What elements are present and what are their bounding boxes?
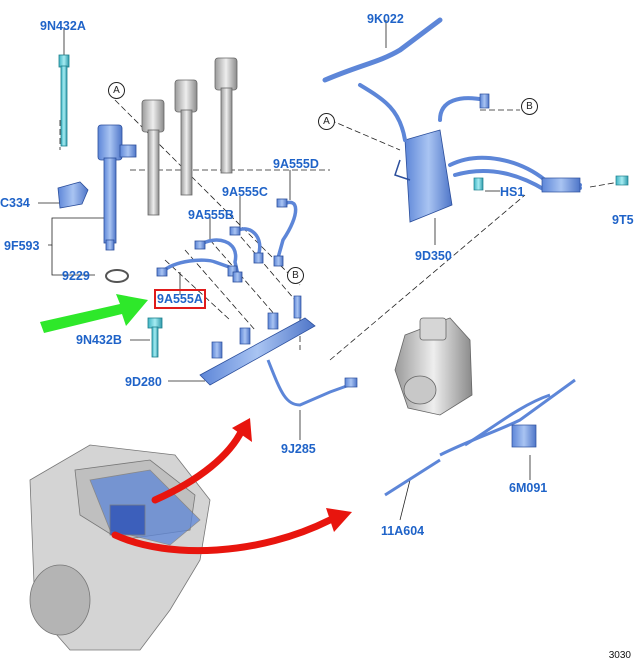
fuel-pump-shape	[394, 317, 473, 416]
injector-grey-3-shape	[214, 57, 238, 174]
label-9N432B: 9N432B	[76, 333, 122, 347]
seal-9229-shape	[105, 269, 129, 283]
injector-blue-shape	[97, 124, 137, 251]
label-9J285: 9J285	[281, 442, 316, 456]
ref-circle-b-rail: B	[287, 267, 304, 284]
label-9A555D: 9A555D	[273, 157, 319, 171]
label-leaders	[38, 20, 531, 521]
harness-11A604-shape	[384, 458, 441, 497]
fuel-line-nuts	[156, 198, 288, 283]
leader-lines	[59, 99, 626, 361]
green-arrow	[40, 294, 148, 333]
fuel-filter-9D350-shape	[394, 129, 453, 223]
label-C334: C334	[0, 196, 30, 210]
label-9T5: 9T5	[612, 213, 634, 227]
harness-6M091-shape	[439, 378, 576, 457]
label-9A555B: 9A555B	[188, 208, 234, 222]
red-arrows	[111, 426, 334, 555]
figure-code: 3030	[608, 650, 631, 661]
injector-grey-1-shape	[141, 99, 165, 216]
filter-pipes-shape	[358, 83, 582, 193]
bolt-9N432A-shape	[58, 54, 70, 147]
label-9F593: 9F593	[4, 239, 40, 253]
clamp-C334-shape	[57, 181, 89, 209]
label-6M091: 6M091	[509, 481, 548, 495]
injector-grey-2-shape	[174, 79, 198, 196]
ref-circle-a-bracket: A	[318, 113, 335, 130]
label-11A604: 11A604	[381, 524, 425, 538]
bracket-9K022-shape	[322, 17, 443, 83]
label-9D280: 9D280	[125, 375, 162, 389]
label-9A555A-highlighted: 9A555A	[154, 289, 206, 309]
label-9D350: 9D350	[415, 249, 452, 263]
bolt-9N432B-shape	[147, 317, 163, 358]
label-9229: 9229	[62, 269, 90, 283]
ref-circle-b-filter: B	[521, 98, 538, 115]
ref-circle-a-injector: A	[108, 82, 125, 99]
label-9N432A: 9N432A	[40, 19, 86, 33]
label-9A555C: 9A555C	[222, 185, 268, 199]
label-HS1: HS1	[500, 185, 525, 199]
label-9K022: 9K022	[367, 12, 404, 26]
pipe-9J285-shape	[266, 359, 356, 407]
fuel-rail-9D280-shape	[199, 295, 316, 386]
